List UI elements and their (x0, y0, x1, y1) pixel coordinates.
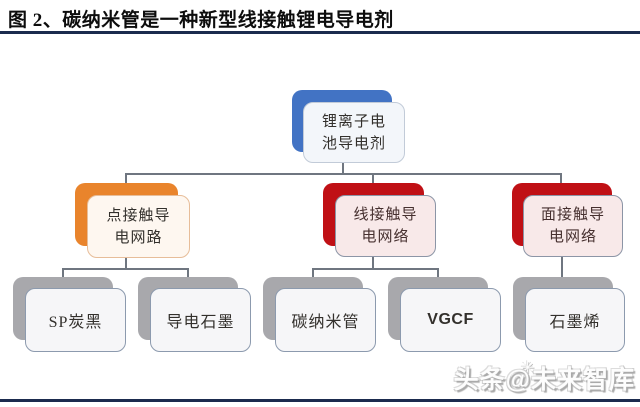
connector-drop-branch1 (125, 173, 127, 184)
connector-branch2-stem (372, 257, 374, 269)
connector-branch1-stem (125, 258, 127, 269)
connector-level1-bus (125, 173, 562, 175)
node-root-box: 锂离子电 池导电剂 (303, 102, 405, 163)
watermark-text: 头条@未来智库 (453, 366, 635, 394)
figure-title: 图 2、碳纳米管是一种新型线接触锂电导电剂 (8, 10, 394, 31)
connector-drop-leaf3 (312, 268, 314, 278)
connector-drop-leaf5 (561, 257, 563, 278)
sparkle-icon: ✳ (521, 358, 535, 377)
node-leaf2-box: 导电石墨 (150, 288, 251, 352)
connector-branch1-bus (62, 268, 189, 270)
bottom-rule (0, 399, 640, 402)
connector-drop-leaf2 (187, 268, 189, 278)
title-underline (0, 31, 640, 34)
connector-drop-leaf1 (62, 268, 64, 278)
node-branch3-box: 面接触导 电网络 (523, 195, 623, 257)
node-leaf1-box: SP炭黑 (25, 288, 126, 352)
connector-drop-branch3 (560, 173, 562, 184)
node-leaf3-box: 碳纳米管 (275, 288, 376, 352)
connector-root-stem (342, 163, 344, 174)
node-branch2-box: 线接触导 电网络 (335, 195, 436, 257)
node-branch1-box: 点接触导 电网路 (87, 195, 190, 258)
connector-drop-branch2 (372, 173, 374, 184)
connector-drop-leaf4 (437, 268, 439, 278)
node-leaf5-box: 石墨烯 (525, 288, 625, 352)
node-leaf4-box: VGCF (400, 288, 501, 352)
connector-branch2-bus (312, 268, 439, 270)
